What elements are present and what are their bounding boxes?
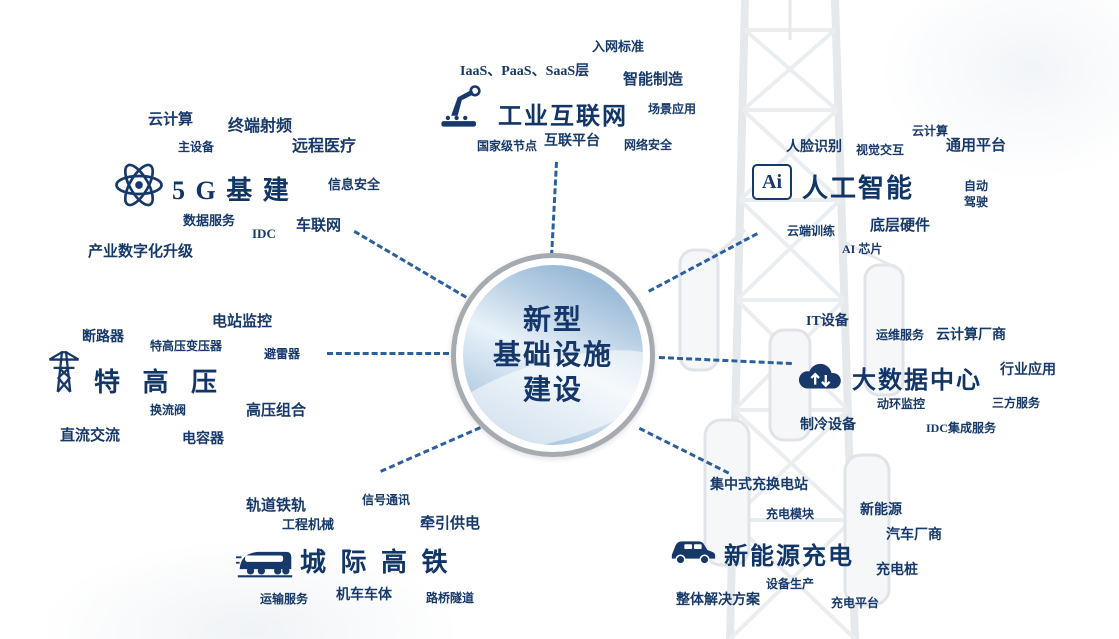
keyword: 高压组合: [246, 403, 307, 419]
atom-icon: [115, 163, 163, 207]
keyword: 数据服务: [183, 213, 236, 228]
keyword: 云计算: [148, 112, 194, 128]
keyword: 牵引供电: [420, 516, 481, 532]
keyword: 云端训练: [787, 224, 836, 238]
robot-arm-icon: [441, 85, 481, 127]
keyword: 整体解决方案: [676, 593, 760, 608]
keyword: 信号通讯: [362, 493, 411, 507]
keyword: 自动驾驶: [963, 179, 988, 210]
keyword: 云计算: [912, 124, 949, 138]
keyword: 运输服务: [260, 592, 309, 606]
center-node-photo: 新型 基础设施 建设: [463, 265, 643, 445]
keyword: 远程医疗: [292, 138, 357, 155]
keyword: 场景应用: [648, 102, 697, 116]
cloud-transfer-icon: [798, 363, 841, 389]
keyword: 电容器: [182, 432, 224, 447]
keyword: IaaS、PaaS、SaaS层: [460, 64, 590, 79]
keyword: 换流阀: [150, 403, 187, 417]
keyword: 充电桩: [876, 563, 918, 578]
keyword: IDC集成服务: [926, 421, 997, 435]
keyword: 视觉交互: [856, 143, 905, 157]
keyword: 底层硬件: [870, 218, 931, 234]
center-node: 新型 基础设施 建设: [451, 253, 655, 457]
keyword: 三方服务: [992, 396, 1041, 410]
keyword: 国家级节点: [477, 139, 538, 153]
keyword: 工程机械: [282, 517, 335, 532]
keyword: 路桥隧道: [426, 591, 475, 605]
ev-car-icon: [671, 541, 716, 565]
keyword: 制冷设备: [800, 418, 856, 433]
keyword: 断路器: [82, 330, 124, 345]
branch-title-ai: 人工智能: [802, 174, 915, 203]
keyword: 网络安全: [624, 138, 673, 152]
keyword: IDC: [252, 226, 276, 241]
keyword: 人脸识别: [786, 140, 842, 155]
keyword: 集中式充换电站: [710, 478, 808, 493]
keyword: 机车车体: [336, 588, 392, 603]
keyword: 运维服务: [876, 328, 925, 342]
branch-title-rail: 城 际 高 铁: [300, 548, 452, 577]
keyword: 特高压变压器: [150, 339, 223, 353]
keyword: 避雷器: [264, 347, 301, 361]
keyword: 直流交流: [60, 428, 121, 444]
keyword: 充电模块: [766, 507, 815, 521]
keyword: 行业应用: [1000, 363, 1056, 378]
keyword: 智能制造: [623, 72, 684, 88]
branch-title-uhv: 特 高 压: [94, 368, 226, 397]
keyword: 互联平台: [544, 134, 600, 149]
keyword: AI 芯片: [842, 242, 883, 256]
keyword: 信息安全: [328, 177, 381, 192]
keyword: 设备生产: [766, 577, 815, 591]
keyword: 云计算厂商: [936, 328, 1006, 343]
center-title-line: 新型: [522, 304, 583, 336]
keyword: 轨道铁轨: [246, 498, 307, 514]
power-tower-icon: [48, 351, 80, 393]
dashed-connector-uhv: [327, 352, 449, 355]
keyword: 主设备: [178, 140, 215, 154]
branch-title-5g: 5 G 基 建: [172, 176, 291, 205]
keyword: 车联网: [296, 218, 342, 234]
branch-title-industrial-internet: 工业互联网: [498, 104, 628, 130]
branch-title-ev: 新能源充电: [724, 544, 854, 570]
keyword: 入网标准: [592, 39, 645, 54]
keyword: 产业数字化升级: [88, 244, 194, 260]
keyword: 通用平台: [946, 138, 1007, 154]
branch-title-bigdata: 大数据中心: [852, 368, 982, 394]
keyword: 终端射频: [228, 118, 293, 135]
ai-icon: Ai: [752, 164, 792, 200]
keyword: 充电平台: [831, 596, 880, 610]
center-title-line: 建设: [522, 374, 583, 406]
center-title-line: 基础设施: [492, 339, 613, 371]
train-icon: [236, 551, 293, 578]
keyword: 汽车厂商: [886, 528, 942, 543]
keyword: 新能源: [860, 503, 902, 518]
keyword: 电站监控: [212, 314, 273, 330]
keyword: 动环监控: [877, 397, 926, 411]
keyword: IT设备: [806, 314, 849, 329]
